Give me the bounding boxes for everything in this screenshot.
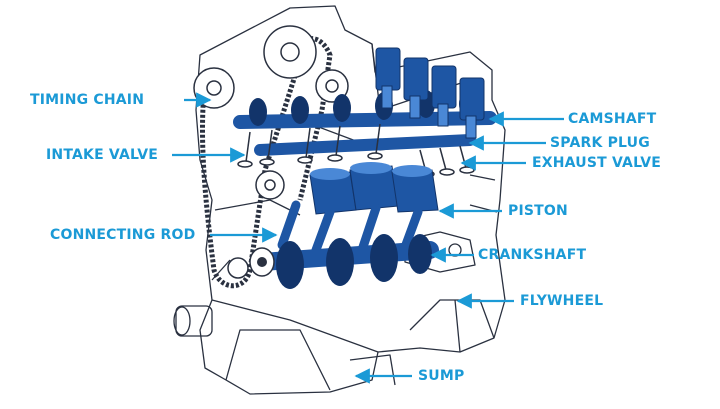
label-timing-chain: TIMING CHAIN — [30, 92, 145, 108]
pistons — [277, 162, 439, 255]
crankshaft — [249, 234, 439, 289]
label-spark-plug: SPARK PLUG — [550, 135, 650, 151]
label-sump: SUMP — [418, 368, 465, 384]
label-crankshaft: CRANKSHAFT — [478, 247, 587, 263]
label-flywheel: FLYWHEEL — [520, 293, 604, 309]
label-connecting-rod: CONNECTING ROD — [50, 227, 196, 243]
label-exhaust-valve: EXHAUST VALVE — [532, 155, 662, 171]
spark-plugs — [375, 47, 485, 139]
label-piston: PISTON — [508, 203, 568, 219]
label-intake-valve: INTAKE VALVE — [46, 147, 159, 163]
label-camshaft: CAMSHAFT — [568, 111, 657, 127]
leader-arrows — [172, 92, 564, 384]
timing-chain — [193, 25, 349, 289]
